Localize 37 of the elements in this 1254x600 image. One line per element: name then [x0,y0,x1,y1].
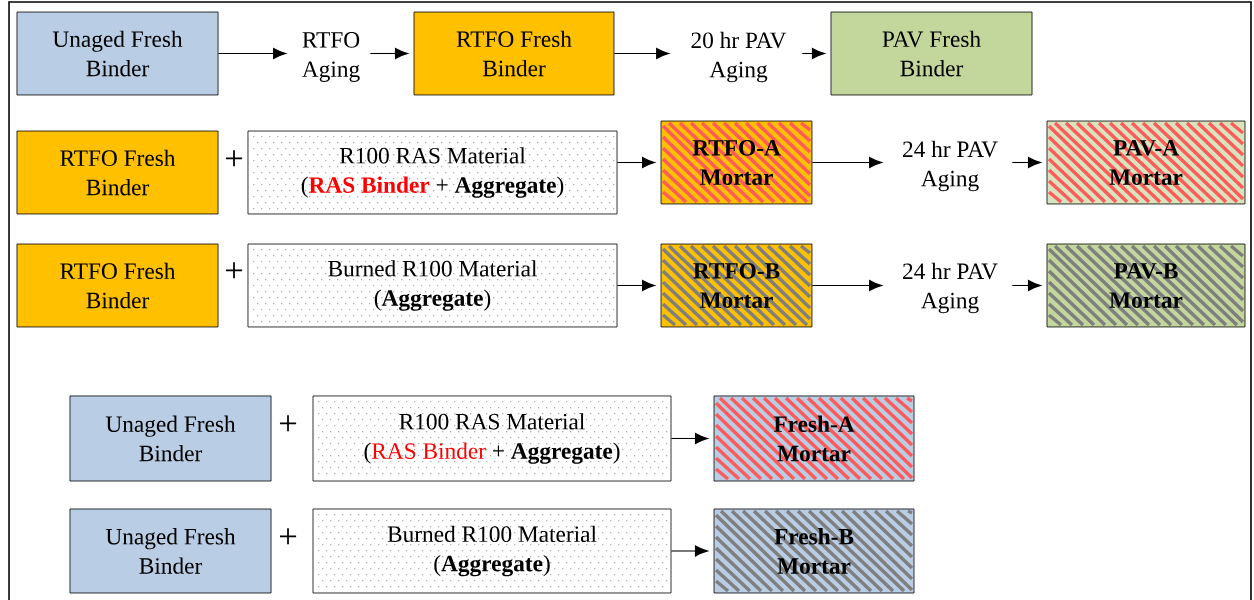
plus-sign: + [279,415,297,432]
step-label: RTFO Aging [302,32,360,82]
material-box: R100 RAS Material (RAS Binder + Aggregate) [312,395,672,482]
arrow [801,47,826,60]
binder-box: RTFO Fresh Binder [413,11,615,96]
mortar-box: RTFO-A Mortar [660,120,813,205]
binder-box: Unaged Fresh Binder [69,508,272,594]
arrow [670,432,709,445]
mortar-box: Fresh-B Mortar [713,508,915,594]
step-label: 24 hr PAV Aging [903,140,998,192]
material-box: Burned R100 Material (Aggregate) [312,508,672,594]
arrow [1011,279,1042,292]
mortar-box: PAV-A Mortar [1046,120,1246,205]
plus-sign: + [279,528,297,545]
plus-sign: + [225,150,243,167]
arrow [811,156,883,169]
plus-sign: + [225,262,243,279]
arrow [616,279,656,292]
binder-box: Unaged Fresh Binder [16,11,219,96]
arrow [811,279,883,292]
step-label: 20 hr PAV Aging [691,31,787,83]
binder-box: PAV Fresh Binder [830,11,1033,96]
arrow [369,47,409,60]
arrow [670,545,709,557]
arrow [1011,156,1042,169]
material-box: Burned R100 Material (Aggregate) [247,243,618,328]
arrow [217,47,287,60]
binder-box: RTFO Fresh Binder [16,243,219,328]
material-box: R100 RAS Material (RAS Binder + Aggregate) [247,130,618,215]
mortar-box: RTFO-B Mortar [660,243,813,328]
binder-box: Unaged Fresh Binder [69,395,272,482]
arrow [616,156,656,169]
mortar-box: Fresh-A Mortar [713,395,915,482]
binder-box: RTFO Fresh Binder [16,130,219,215]
step-label: 24 hr PAV Aging [903,262,998,314]
mortar-box: PAV-B Mortar [1046,243,1246,328]
arrow [613,47,670,60]
